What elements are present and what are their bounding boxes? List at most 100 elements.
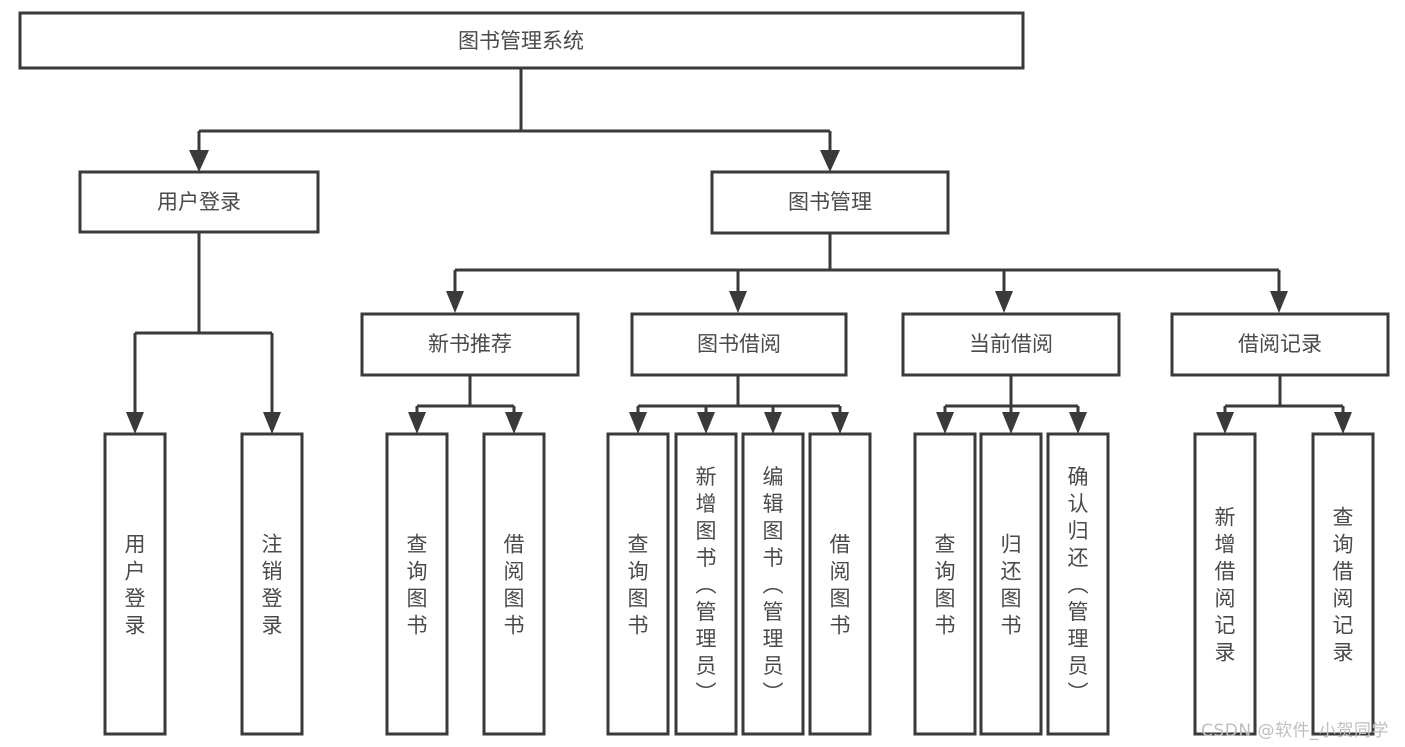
- node-leaf-borrow-book-1-box[interactable]: [482, 432, 546, 736]
- svg-text:登: 登: [262, 587, 283, 611]
- svg-text:借: 借: [1333, 560, 1354, 584]
- svg-text:图: 图: [628, 587, 649, 611]
- svg-text:录: 录: [262, 614, 283, 638]
- node-new-book-recommend[interactable]: 新书推荐: [360, 312, 580, 377]
- arrow-head-leaf-query-book-3: [936, 412, 954, 434]
- arrow-head-leaf-query-book-1: [408, 412, 426, 434]
- node-book-manage[interactable]: 图书管理: [710, 170, 950, 235]
- node-current-borrow-box[interactable]: [901, 312, 1121, 377]
- svg-text:书: 书: [830, 614, 851, 638]
- node-leaf-confirm-return-box[interactable]: [1046, 432, 1110, 736]
- svg-text:询: 询: [1333, 533, 1354, 557]
- svg-text:书: 书: [628, 614, 649, 638]
- node-leaf-add-book-box[interactable]: [674, 432, 738, 736]
- svg-text:管: 管: [763, 600, 784, 624]
- svg-text:书: 书: [763, 546, 784, 570]
- svg-text:书: 书: [407, 614, 428, 638]
- arrow-head-current-borrow: [995, 291, 1013, 313]
- svg-text:阅: 阅: [830, 560, 851, 584]
- svg-text:员: 员: [1068, 654, 1089, 678]
- arrow-head-leaf-user-login: [126, 412, 144, 434]
- svg-text:︶: ︶: [763, 681, 784, 705]
- node-new-book-recommend-label: 新书推荐: [428, 332, 512, 356]
- node-leaf-borrow-book-2-box[interactable]: [808, 432, 872, 736]
- svg-text:理: 理: [1068, 627, 1089, 651]
- node-user-login[interactable]: 用户登录: [78, 170, 320, 234]
- node-leaf-edit-book-box[interactable]: [741, 432, 805, 736]
- node-leaf-user-login-label: 用户登录: [125, 533, 146, 638]
- node-book-manage-box[interactable]: [710, 170, 950, 235]
- node-leaf-add-record-box[interactable]: [1193, 432, 1257, 736]
- svg-text:注: 注: [262, 533, 283, 557]
- svg-text:借: 借: [504, 533, 525, 557]
- csdn-watermark: CSDN @软件_小贺同学: [1201, 721, 1389, 741]
- node-borrow-record[interactable]: 借阅记录: [1170, 312, 1390, 377]
- node-user-login-box[interactable]: [78, 170, 320, 234]
- arrow-head-book-manage: [820, 150, 840, 172]
- node-root[interactable]: 图书管理系统: [18, 11, 1025, 70]
- svg-text:借: 借: [1215, 560, 1236, 584]
- node-book-borrow[interactable]: 图书借阅: [630, 312, 848, 377]
- svg-text:确: 确: [1068, 465, 1089, 489]
- node-leaf-return-book-box[interactable]: [979, 432, 1043, 736]
- svg-text:图: 图: [935, 587, 956, 611]
- node-leaf-user-logout-box[interactable]: [240, 432, 304, 736]
- svg-text:记: 记: [1333, 614, 1354, 638]
- node-current-borrow-label: 当前借阅: [969, 332, 1053, 356]
- svg-text:图: 图: [763, 519, 784, 543]
- svg-text:图: 图: [504, 587, 525, 611]
- svg-text:增: 增: [696, 492, 717, 516]
- svg-text:图: 图: [1001, 587, 1022, 611]
- svg-text:︶: ︶: [696, 681, 717, 705]
- arrow-head-new-book-recommend: [446, 291, 464, 313]
- svg-text:︵: ︵: [696, 573, 717, 597]
- svg-text:还: 还: [1068, 546, 1089, 570]
- svg-text:︵: ︵: [763, 573, 784, 597]
- node-book-borrow-label: 图书借阅: [697, 332, 781, 356]
- arrow-head-leaf-add-record: [1216, 412, 1234, 434]
- svg-text:︶: ︶: [1068, 681, 1089, 705]
- node-root-box[interactable]: [18, 11, 1025, 70]
- svg-text:录: 录: [1333, 641, 1354, 665]
- node-leaf-query-book-1-box[interactable]: [385, 432, 449, 736]
- node-leaf-query-record-box[interactable]: [1311, 432, 1375, 736]
- svg-text:查: 查: [407, 533, 428, 557]
- svg-text:认: 认: [1068, 492, 1089, 516]
- svg-text:辑: 辑: [763, 492, 784, 516]
- arrow-head-user-login: [189, 150, 209, 172]
- node-leaf-user-login[interactable]: 用户登录: [103, 432, 167, 736]
- svg-text:书: 书: [696, 546, 717, 570]
- svg-text:员: 员: [696, 654, 717, 678]
- arrow-head-leaf-return-book: [1002, 412, 1020, 434]
- arrow-head-book-borrow: [729, 291, 747, 313]
- node-new-book-recommend-box[interactable]: [360, 312, 580, 377]
- node-current-borrow[interactable]: 当前借阅: [901, 312, 1121, 377]
- svg-text:新: 新: [696, 465, 717, 489]
- node-borrow-record-box[interactable]: [1170, 312, 1390, 377]
- node-leaf-query-book-3-box[interactable]: [913, 432, 977, 736]
- svg-text:图: 图: [696, 519, 717, 543]
- arrow-head-leaf-user-logout: [263, 412, 281, 434]
- svg-text:录: 录: [1215, 641, 1236, 665]
- node-book-borrow-box[interactable]: [630, 312, 848, 377]
- node-leaf-user-login-box[interactable]: [103, 432, 167, 736]
- svg-text:询: 询: [407, 560, 428, 584]
- node-leaf-query-book-2-box[interactable]: [606, 432, 670, 736]
